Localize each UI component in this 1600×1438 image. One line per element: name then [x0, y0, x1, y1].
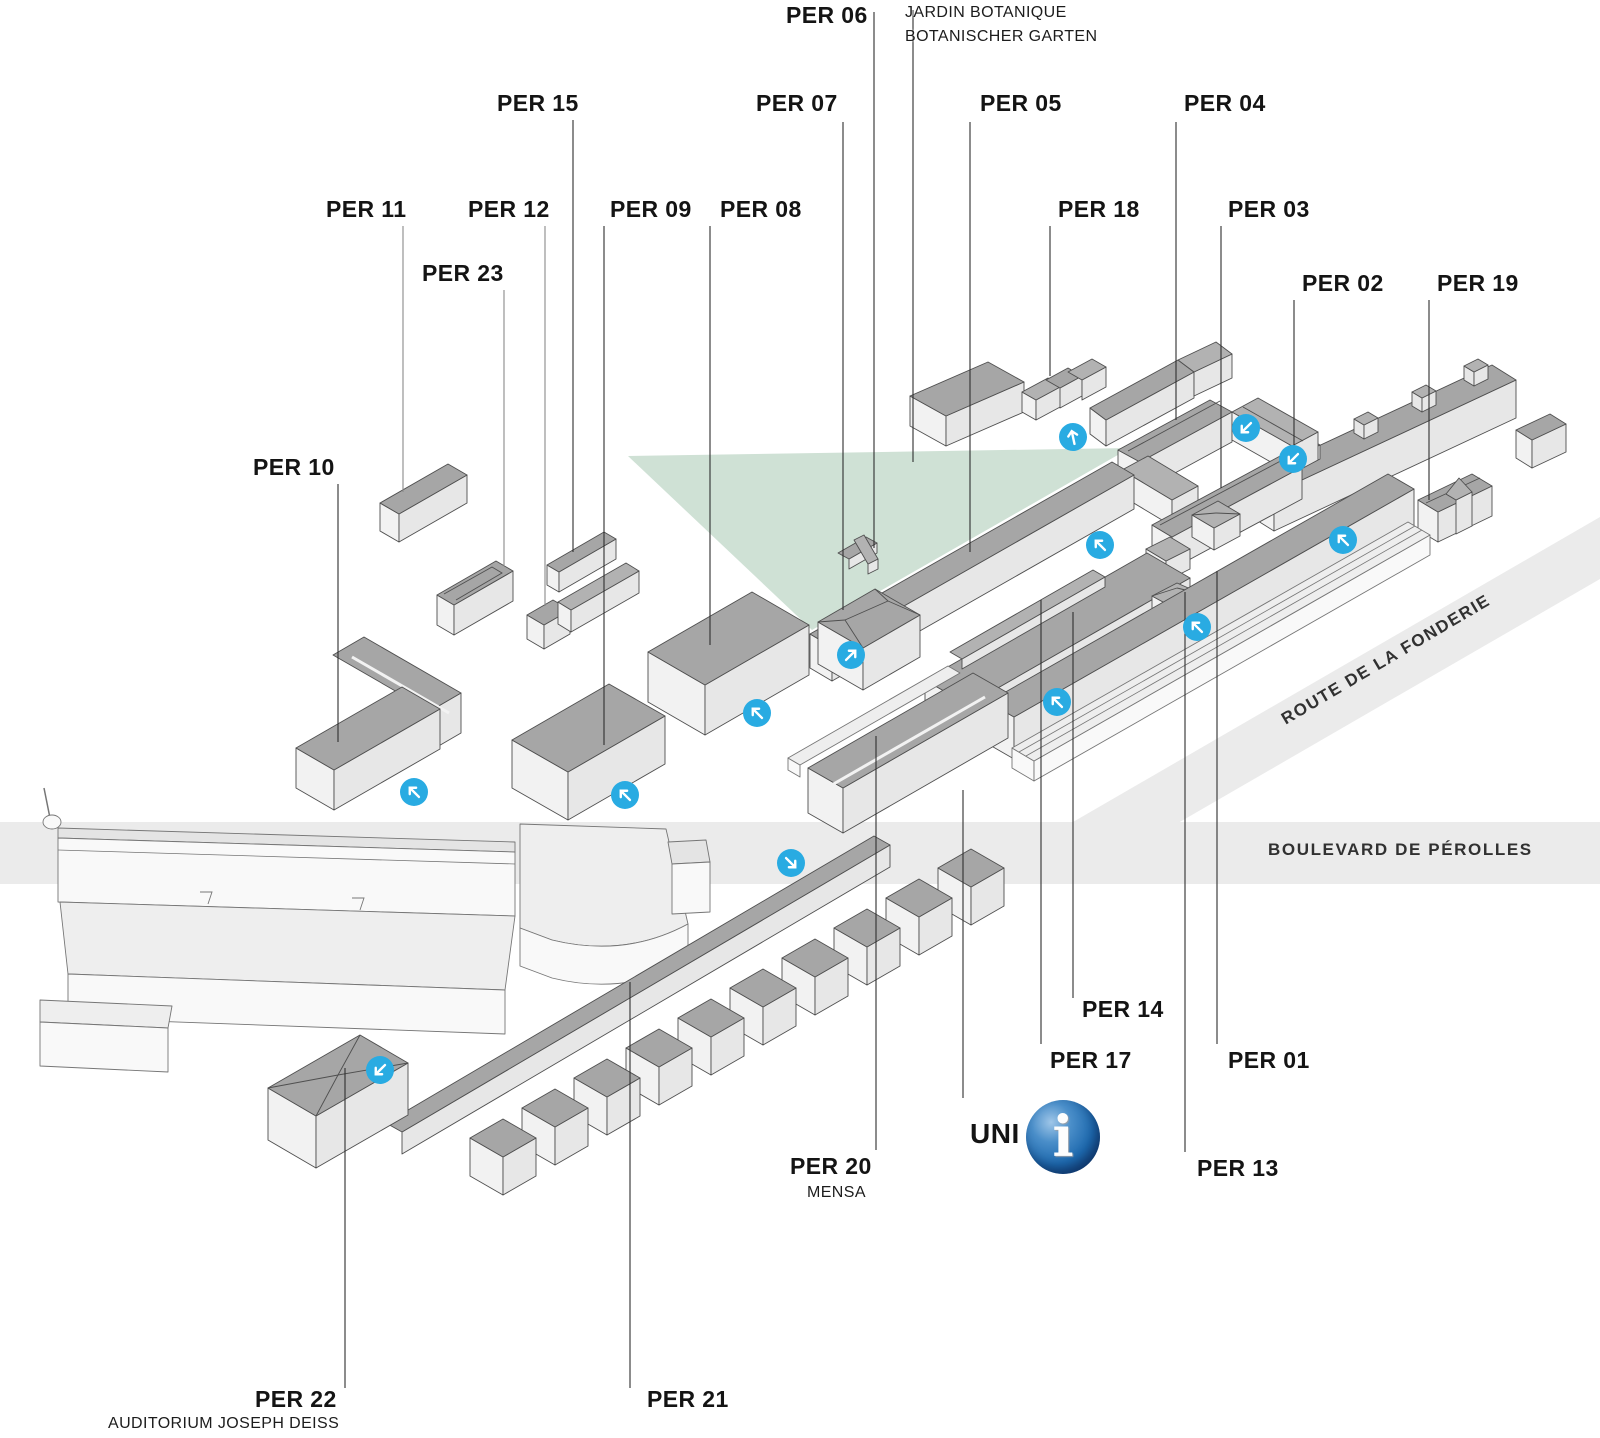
building-per20	[787, 665, 1009, 834]
label-per13: PER 13	[1197, 1155, 1279, 1181]
entrance-arrow-icon	[400, 778, 428, 806]
building-per21	[385, 835, 891, 1155]
label-per11: PER 11	[326, 196, 407, 222]
entrance-arrow-icon	[777, 849, 805, 877]
entrance-arrow-icon	[366, 1056, 394, 1084]
label-jardin-fr: JARDIN BOTANIQUE	[905, 4, 1067, 21]
building-per11	[379, 463, 468, 543]
entrance-arrow-icon	[743, 699, 771, 727]
entrance-arrow-icon	[1043, 688, 1071, 716]
uni-text: UNI	[970, 1118, 1020, 1149]
label-per10: PER 10	[253, 454, 335, 480]
info-i-glyph: i	[1052, 1104, 1074, 1170]
building-per12	[526, 562, 640, 650]
label-per02: PER 02	[1302, 270, 1384, 296]
road-route-fonderie	[1073, 517, 1600, 882]
label-per09: PER 09	[610, 196, 692, 222]
building-per23	[436, 560, 514, 636]
label-per05: PER 05	[980, 90, 1062, 116]
building-per21-houses	[469, 848, 1005, 1196]
label-per17: PER 17	[1050, 1047, 1132, 1073]
garden-area	[628, 448, 1130, 630]
entrance-arrow-icon	[1059, 423, 1087, 451]
entrance-arrow-icon	[1279, 445, 1307, 473]
building-per09	[511, 683, 666, 821]
street-label-perolles: BOULEVARD DE PÉROLLES	[1268, 840, 1533, 859]
label-per04: PER 04	[1184, 90, 1266, 116]
label-per19: PER 19	[1437, 270, 1519, 296]
label-per23: PER 23	[422, 260, 504, 286]
label-per01: PER 01	[1228, 1047, 1310, 1073]
building-per08	[647, 591, 810, 736]
building-per18-group	[909, 341, 1233, 447]
label-per06: PER 06	[786, 2, 868, 28]
label-per20-mensa: MENSA	[807, 1184, 866, 1201]
label-per15: PER 15	[497, 90, 579, 116]
label-per21: PER 21	[647, 1386, 729, 1412]
building-context-south-complex	[39, 787, 711, 1073]
uni-info-logo[interactable]: UNI i	[968, 1100, 1108, 1190]
flagpole	[43, 787, 51, 819]
entrance-arrows	[366, 414, 1357, 1084]
leader-lines	[337, 10, 1430, 1388]
entrance-arrow-icon	[1086, 531, 1114, 559]
info-sphere-icon: i	[1026, 1100, 1100, 1174]
entrance-arrow-icon	[611, 781, 639, 809]
entrance-arrow-icon	[837, 641, 865, 669]
label-per18: PER 18	[1058, 196, 1140, 222]
label-per22: PER 22	[255, 1386, 337, 1412]
building-per10	[295, 636, 462, 811]
label-per22-auditorium: AUDITORIUM JOSEPH DEISS	[108, 1415, 340, 1432]
building-far-east	[1515, 413, 1567, 469]
label-per14: PER 14	[1082, 996, 1164, 1022]
label-per03: PER 03	[1228, 196, 1310, 222]
entrance-arrow-icon	[1329, 526, 1357, 554]
building-per22	[267, 1034, 409, 1169]
label-per08: PER 08	[720, 196, 802, 222]
label-jardin-de: BOTANISCHER GARTEN	[905, 28, 1098, 45]
building-per15	[546, 531, 617, 593]
label-per12: PER 12	[468, 196, 550, 222]
entrance-arrow-icon	[1183, 613, 1211, 641]
label-per07: PER 07	[756, 90, 838, 116]
label-per20: PER 20	[790, 1153, 872, 1179]
building-per06	[837, 534, 879, 575]
entrance-arrow-icon	[1232, 414, 1260, 442]
